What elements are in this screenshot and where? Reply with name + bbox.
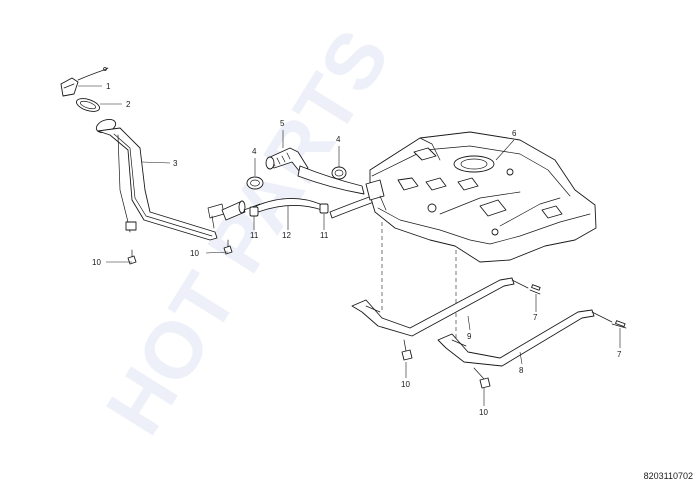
- part-tank-strap-front: [351, 277, 541, 337]
- part-tank-strap-rear: [437, 309, 626, 367]
- part-bolt-strap-front: [401, 339, 413, 361]
- callout-7-rear: 7: [617, 350, 622, 359]
- part-fuel-tank: [365, 131, 597, 263]
- part-bolt-strap-rear: [473, 367, 491, 389]
- callout-12: 12: [282, 231, 291, 240]
- part-strap-pin-rear: [611, 323, 627, 329]
- part-hose-clip-left: [249, 206, 259, 217]
- callout-4-left: 4: [252, 147, 257, 156]
- part-filler-hose: [265, 147, 365, 195]
- callout-10-strap-rear: 10: [479, 408, 488, 417]
- part-filler-cap: [60, 67, 109, 97]
- part-hose-clamp-right: [331, 166, 347, 180]
- part-seal-ring: [76, 98, 100, 112]
- diagram-code: 8203110702: [643, 471, 693, 481]
- part-strap-pin-front: [529, 289, 541, 295]
- callout-8: 8: [519, 366, 524, 375]
- callout-11-right: 11: [320, 231, 329, 240]
- callout-1: 1: [106, 82, 111, 91]
- callout-3: 3: [173, 159, 178, 168]
- callout-11-left: 11: [250, 231, 259, 240]
- callout-5: 5: [280, 119, 285, 128]
- callout-10-neck: 10: [190, 249, 199, 258]
- callout-9: 9: [467, 332, 472, 341]
- callout-10-strap-front: 10: [401, 380, 410, 389]
- alignment-lines: [381, 222, 457, 338]
- callout-10-filler: 10: [92, 258, 101, 267]
- callout-4-right: 4: [336, 135, 341, 144]
- callout-6: 6: [512, 129, 517, 138]
- callout-2: 2: [126, 100, 131, 109]
- watermark: HOT PARTS: [89, 15, 406, 449]
- part-hose-clamp-left: [246, 176, 264, 190]
- leader-lines: [78, 85, 621, 406]
- part-hose-clip-right: [319, 203, 329, 214]
- callout-7-front: 7: [533, 313, 538, 322]
